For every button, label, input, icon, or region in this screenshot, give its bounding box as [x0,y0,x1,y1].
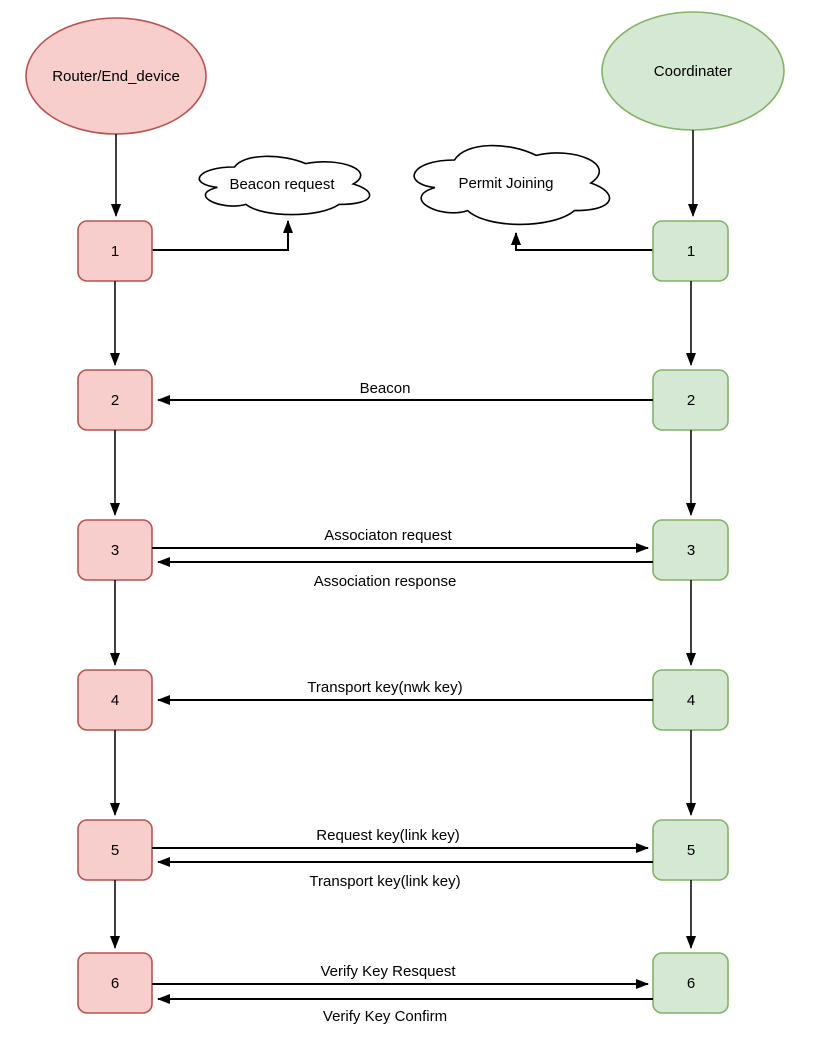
right-node-label-3: 3 [687,542,695,559]
right-actor-label: Coordinater [654,63,732,80]
left-actor-label: Router/End_device [52,68,180,85]
message-label-transport-link-key: Transport key(link key) [309,873,460,890]
message-label-beacon: Beacon [360,380,411,397]
left-node-label-5: 5 [111,842,119,859]
left-node-label-2: 2 [111,392,119,409]
message-label-association-response: Association response [314,573,457,590]
right-node-label-1: 1 [687,243,695,260]
beacon-request-cloud [198,155,371,216]
left-node-label-4: 4 [111,692,119,709]
left-node-label-1: 1 [111,243,119,260]
right-node-label-5: 5 [687,842,695,859]
permit-joining-cloud-label: Permit Joining [458,175,553,192]
right-node-box-6 [652,952,729,1014]
message-label-verify-key-request: Verify Key Resquest [320,963,456,980]
beacon-request-cloud-label: Beacon request [229,176,335,193]
beacon-request-arrow [152,220,293,251]
permit-joining-cloud [413,144,611,226]
right-node-label-2: 2 [687,392,695,409]
right-node-label-6: 6 [687,975,695,992]
permit-joining-arrow [511,232,653,251]
left-node-label-3: 3 [111,542,119,559]
message-label-association-request: Associaton request [324,527,452,544]
right-node-label-4: 4 [687,692,695,709]
message-label-request-link-key: Request key(link key) [316,827,459,844]
message-label-verify-key-confirm: Verify Key Confirm [323,1008,447,1025]
left-node-label-6: 6 [111,975,119,992]
message-label-transport-nwk-key: Transport key(nwk key) [307,679,462,696]
